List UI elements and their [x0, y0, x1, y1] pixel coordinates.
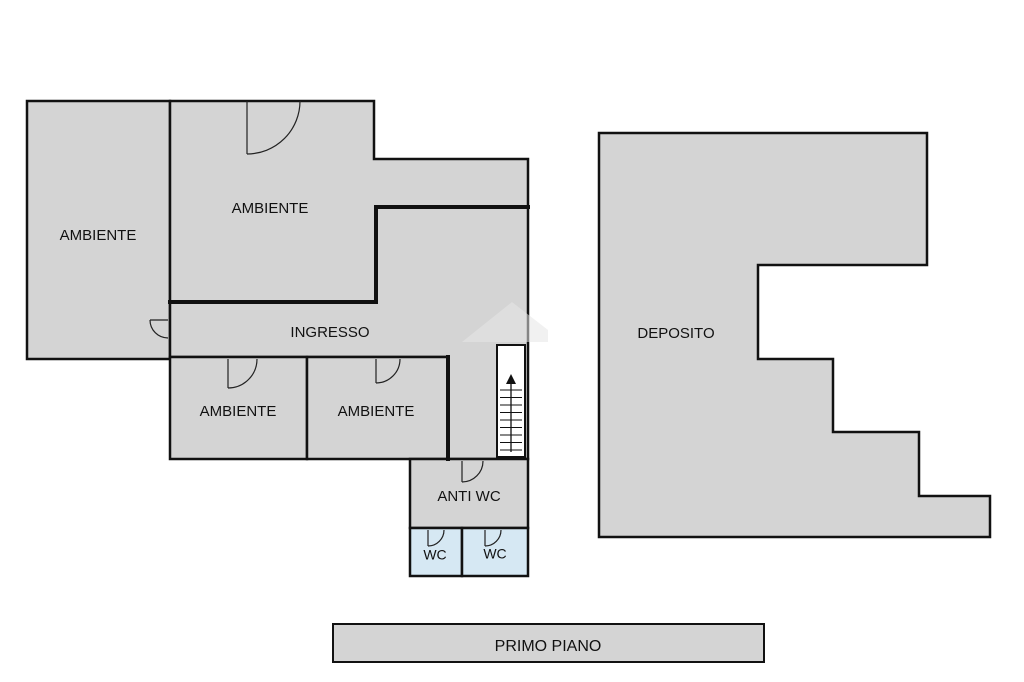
door-ambiente-bottom-left [227, 358, 258, 389]
staircase [496, 344, 526, 458]
watermark-house-icon [462, 302, 548, 342]
room-wc-right [460, 526, 530, 578]
door-ambiente-left [149, 319, 169, 339]
room-ambiente-bottom-right [305, 355, 450, 461]
room-deposito [597, 131, 992, 539]
label-ingresso: INGRESSO [290, 324, 369, 341]
room-ambiente-bottom-left [168, 355, 309, 461]
label-ambiente-bottom-right: AMBIENTE [338, 403, 415, 420]
label-wc-right: WC [483, 546, 506, 562]
label-ambiente-bottom-left: AMBIENTE [200, 403, 277, 420]
door-wc-right [484, 529, 502, 547]
label-deposito: DEPOSITO [637, 325, 714, 342]
label-ambiente-left: AMBIENTE [60, 227, 137, 244]
door-anti-wc [461, 460, 484, 483]
door-ambiente-top [246, 100, 301, 155]
room-ambiente-left [25, 99, 172, 361]
interior-wall-ambiente-ingresso [168, 205, 530, 304]
up-arrow-icon [506, 374, 516, 384]
floor-label: PRIMO PIANO [495, 638, 602, 655]
room-anti-wc [408, 457, 530, 530]
floor-label-bar [332, 623, 765, 663]
label-anti-wc: ANTI WC [437, 488, 500, 505]
label-wc-left: WC [423, 547, 446, 563]
door-wc-left [427, 529, 445, 547]
label-ambiente-top: AMBIENTE [232, 200, 309, 217]
door-ambiente-bottom-right [375, 358, 401, 384]
